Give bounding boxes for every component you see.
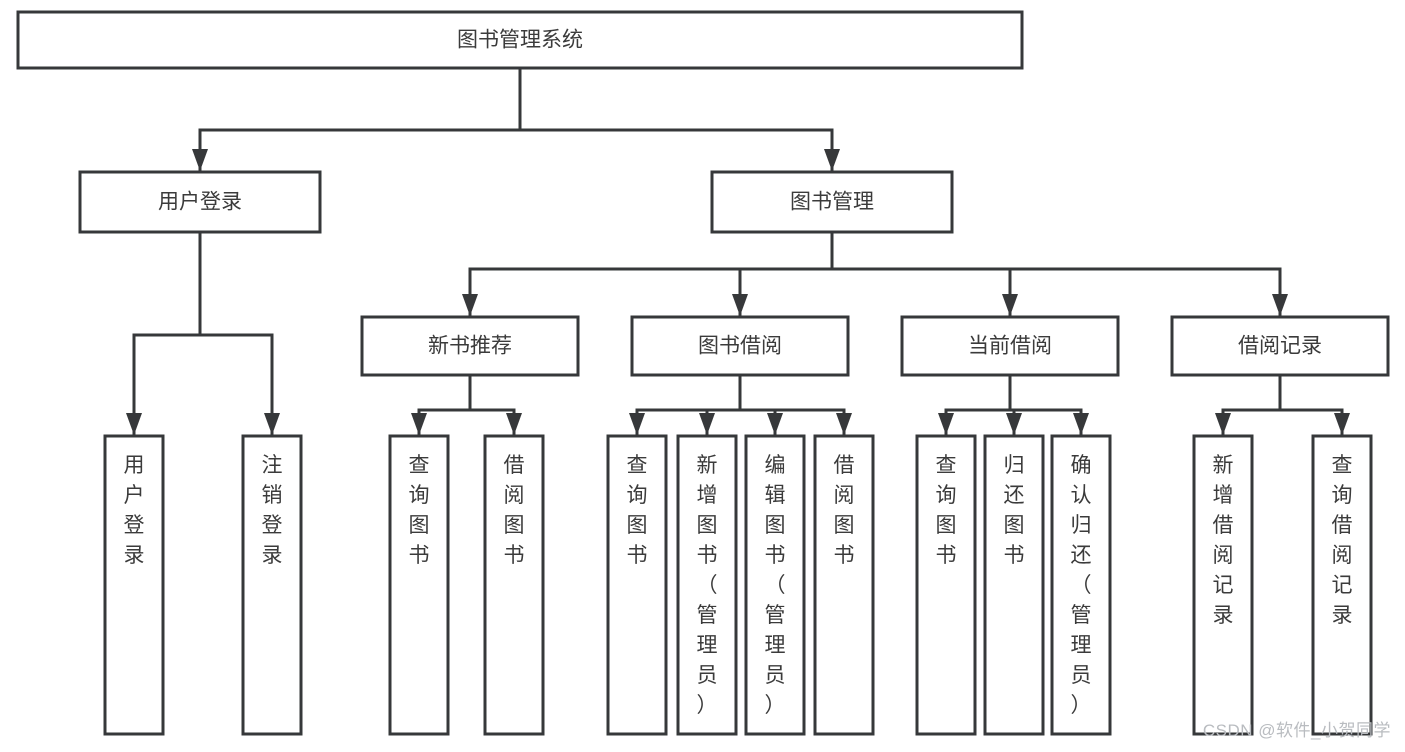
diagram-node[interactable]: 新书推荐	[360, 315, 580, 377]
arrow-head-icon	[836, 413, 852, 435]
diagram-node[interactable]: 图书管理	[710, 170, 954, 234]
node-box[interactable]	[744, 434, 806, 736]
node-label: 新书推荐	[428, 335, 512, 358]
diagram-node[interactable]: 当前借阅	[900, 315, 1120, 377]
arrow-head-icon	[1334, 413, 1350, 435]
node-label: 归还图书	[1004, 454, 1025, 567]
node-box[interactable]	[483, 434, 545, 736]
arrow-head-icon	[767, 413, 783, 435]
arrow-head-icon	[732, 294, 748, 316]
node-label: 注销登录	[262, 454, 283, 567]
node-box[interactable]	[915, 434, 977, 736]
diagram-node[interactable]: 编辑图书（管理员）	[744, 434, 806, 736]
diagram-node[interactable]: 用户登录	[78, 170, 322, 234]
node-box[interactable]	[241, 434, 303, 736]
node-label: 用户登录	[158, 191, 242, 214]
arrow-head-icon	[699, 413, 715, 435]
node-box[interactable]	[630, 315, 850, 377]
arrow-head-icon	[1272, 294, 1288, 316]
node-box[interactable]	[1311, 434, 1373, 736]
node-label: 新增借阅记录	[1213, 454, 1234, 627]
node-label: 查询图书	[627, 454, 648, 567]
node-label: 图书借阅	[698, 335, 782, 358]
node-box[interactable]	[1192, 434, 1254, 736]
node-box[interactable]	[813, 434, 875, 736]
diagram-node[interactable]: 查询图书	[388, 434, 450, 736]
node-label: 当前借阅	[968, 335, 1052, 358]
diagram-node[interactable]: 图书管理系统	[16, 10, 1024, 70]
node-box[interactable]	[1050, 434, 1112, 736]
diagram-node[interactable]: 确认归还（管理员）	[1050, 434, 1112, 736]
node-label: 查询借阅记录	[1332, 454, 1353, 627]
node-layer: 图书管理系统用户登录图书管理用户登录注销登录新书推荐图书借阅当前借阅借阅记录查询…	[16, 10, 1390, 736]
connector-layer	[126, 66, 1350, 436]
diagram-node[interactable]: 查询图书	[606, 434, 668, 736]
diagram-node[interactable]: 图书借阅	[630, 315, 850, 377]
node-box[interactable]	[360, 315, 580, 377]
node-box[interactable]	[1170, 315, 1390, 377]
node-label: 借阅图书	[504, 454, 525, 567]
diagram-node[interactable]: 查询借阅记录	[1311, 434, 1373, 736]
arrow-head-icon	[1215, 413, 1231, 435]
node-box[interactable]	[900, 315, 1120, 377]
arrow-head-icon	[1002, 294, 1018, 316]
node-box[interactable]	[606, 434, 668, 736]
node-label: 图书管理	[790, 191, 874, 214]
node-label: 查询图书	[409, 454, 430, 567]
arrow-head-icon	[192, 149, 208, 171]
diagram-node[interactable]: 查询图书	[915, 434, 977, 736]
arrow-head-icon	[1006, 413, 1022, 435]
diagram-node[interactable]: 借阅记录	[1170, 315, 1390, 377]
arrow-head-icon	[629, 413, 645, 435]
arrow-head-icon	[411, 413, 427, 435]
node-label: 查询图书	[936, 454, 957, 567]
node-box[interactable]	[710, 170, 954, 234]
diagram-node[interactable]: 注销登录	[241, 434, 303, 736]
arrow-head-icon	[1073, 413, 1089, 435]
node-label: 借阅图书	[834, 454, 855, 567]
node-label: 确认归还（管理员）	[1071, 454, 1092, 717]
diagram-node[interactable]: 新增图书（管理员）	[676, 434, 738, 736]
diagram-node[interactable]: 新增借阅记录	[1192, 434, 1254, 736]
diagram-node[interactable]: 借阅图书	[483, 434, 545, 736]
arrow-head-icon	[824, 149, 840, 171]
node-label: 图书管理系统	[457, 29, 583, 52]
node-label: 编辑图书（管理员）	[765, 454, 786, 717]
arrow-head-icon	[462, 294, 478, 316]
node-box[interactable]	[16, 10, 1024, 70]
node-box[interactable]	[676, 434, 738, 736]
arrow-head-icon	[938, 413, 954, 435]
node-box[interactable]	[103, 434, 165, 736]
arrow-head-icon	[126, 413, 142, 435]
diagram-node[interactable]: 借阅图书	[813, 434, 875, 736]
node-label: 用户登录	[124, 454, 145, 567]
node-label: 新增图书（管理员）	[697, 454, 718, 717]
node-box[interactable]	[78, 170, 322, 234]
node-box[interactable]	[983, 434, 1045, 736]
arrow-head-icon	[506, 413, 522, 435]
arrow-head-icon	[264, 413, 280, 435]
node-box[interactable]	[388, 434, 450, 736]
diagram-node[interactable]: 用户登录	[103, 434, 165, 736]
diagram-node[interactable]: 归还图书	[983, 434, 1045, 736]
node-label: 借阅记录	[1238, 335, 1322, 358]
